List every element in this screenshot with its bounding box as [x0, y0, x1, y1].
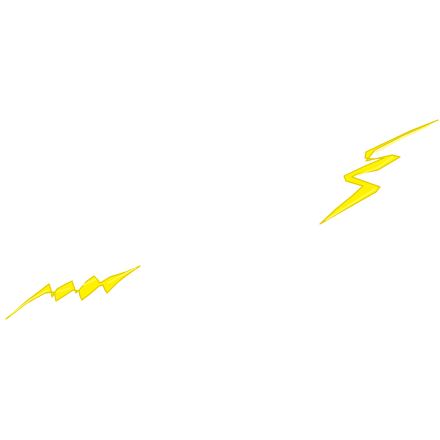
lower-left-bolt-highlight — [9, 267, 137, 316]
lower-left-lightning-bolt-stroke — [5, 265, 141, 320]
upper-right-bolt-body — [319, 119, 439, 225]
lower-left-bolt-body — [5, 265, 141, 320]
upper-right-bolt-highlight — [325, 124, 431, 221]
upper-right-lightning-bolt-stroke — [319, 119, 439, 225]
